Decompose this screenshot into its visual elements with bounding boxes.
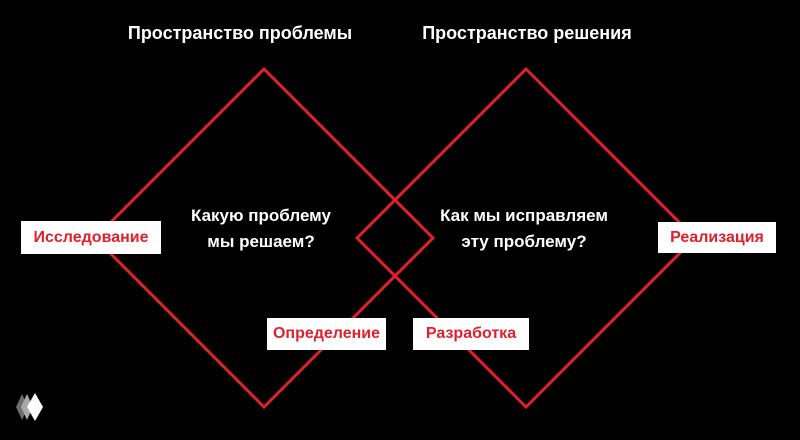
- solution-question: Как мы исправляем эту проблему?: [440, 203, 608, 255]
- layered-diamond-logo-icon: [16, 393, 43, 421]
- solution-space-title: Пространство решения: [422, 23, 632, 43]
- problem-space-diamond: [92, 66, 436, 410]
- solution-question-line-1: Как мы исправляем: [440, 206, 608, 225]
- problem-question-line-1: Какую проблему: [191, 206, 331, 225]
- problem-question: Какую проблему мы решаем?: [191, 203, 331, 255]
- solution-space-diamond: [354, 66, 698, 410]
- phase-label-define: Определение: [267, 318, 386, 350]
- problem-question-line-2: мы решаем?: [207, 232, 315, 251]
- phase-label-deliver: Реализация: [658, 222, 776, 253]
- problem-space-title: Пространство проблемы: [127, 23, 353, 43]
- solution-question-line-2: эту проблему?: [461, 232, 587, 251]
- phase-label-develop: Разработка: [413, 318, 529, 350]
- phase-label-discover: Исследование: [21, 221, 161, 254]
